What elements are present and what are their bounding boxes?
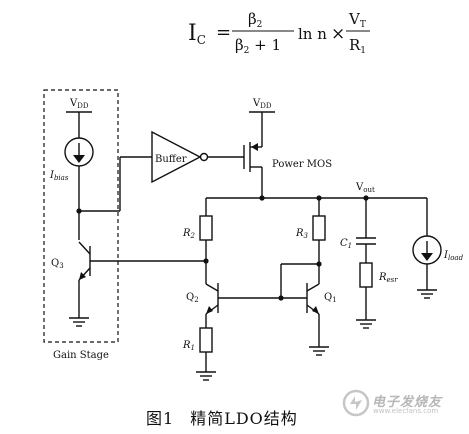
gain-stage-label: Gain Stage	[53, 350, 109, 361]
q3-label: Q3	[51, 258, 64, 270]
r1-label: R1	[182, 340, 195, 352]
buffer-label: Buffer	[155, 154, 187, 165]
q2-collector	[205, 283, 219, 292]
figure-caption: 图1 精简LDO结构	[146, 405, 326, 429]
figure-title: 精简LDO结构	[190, 409, 298, 428]
q3-collector	[78, 241, 91, 255]
formula-graphic: IC = β2 β2 + 1 ln n × VT R1	[188, 10, 370, 56]
watermark-brand: 电子发烧友	[372, 395, 443, 410]
collector-current-formula: IC = β2 β2 + 1 ln n × VT R1	[184, 0, 374, 58]
gain-stage-box	[43, 89, 119, 343]
r3-resistor-icon	[312, 215, 326, 241]
formula-lhs: IC	[188, 21, 206, 47]
formula-ln: ln n	[298, 25, 327, 43]
q1-collector	[306, 283, 320, 292]
r3-label: R3	[295, 228, 309, 240]
c1-label: C1	[340, 238, 352, 250]
vdd-right-label: VDD	[252, 98, 272, 110]
watermark: 电子发烧友 www.elecfans.com	[339, 385, 464, 421]
vout-label: Vout	[355, 182, 375, 194]
r1-resistor-icon	[199, 327, 213, 353]
r2-label: R2	[182, 228, 196, 240]
vdd-left-label: VDD	[69, 98, 89, 110]
buffer-triangle-icon	[151, 130, 202, 184]
resr-label: Resr	[378, 272, 398, 284]
q2-collector-node	[203, 258, 209, 264]
watermark-site: www.elecfans.com	[373, 407, 439, 415]
ibias-label: Ibias	[49, 170, 69, 182]
vout-node-pmos	[259, 195, 265, 201]
q1-base-node	[278, 295, 284, 301]
fraction2-denominator: R1	[349, 36, 366, 56]
q1-label: Q1	[324, 292, 337, 304]
resr-resistor-icon	[359, 262, 373, 288]
figure-number: 图1	[146, 409, 175, 428]
electronic-fan-logo-icon	[342, 389, 370, 417]
q3-emitter-arrow-icon	[79, 272, 86, 280]
iload-label: Iload	[443, 250, 464, 262]
r2-resistor-icon	[199, 215, 213, 241]
formula-equals: =	[216, 22, 231, 43]
power-mos-label: Power MOS	[272, 159, 332, 170]
fraction1-denominator: β2 + 1	[235, 36, 281, 56]
formula-times: ×	[331, 24, 345, 44]
q2-label: Q2	[186, 292, 199, 304]
iload-arrow-icon	[421, 253, 433, 261]
fraction2-numerator: VT	[348, 10, 366, 30]
buffer-inverter-bubble-icon	[199, 152, 209, 162]
q1-emitter-arrow-icon	[312, 306, 319, 314]
pmos-arrow-icon	[251, 143, 258, 151]
fraction1-numerator: β2	[248, 10, 262, 30]
ibias-arrow-icon	[73, 155, 85, 163]
q2-emitter-arrow-icon	[206, 306, 213, 314]
